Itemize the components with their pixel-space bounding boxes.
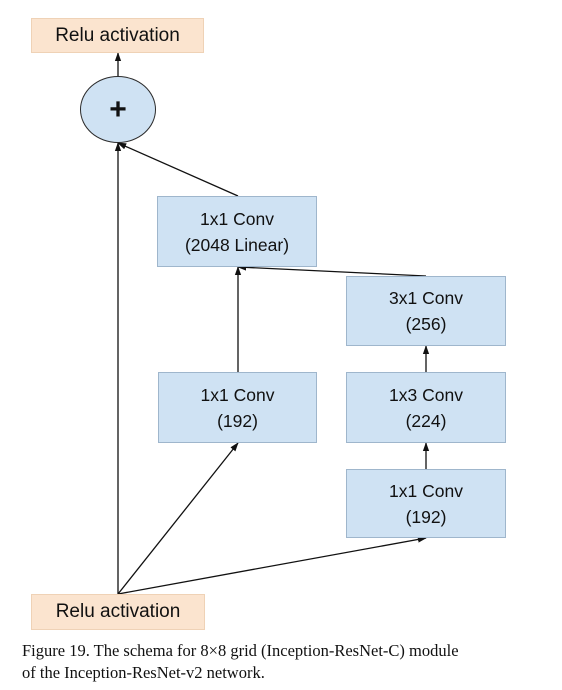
conv-1x1-2048-linear-type: 1x1 Conv [200, 208, 274, 229]
relu-activation-top: Relu activation [31, 18, 204, 53]
conv-1x3-224: 1x3 Conv (224) [346, 372, 506, 443]
conv-1x1-192-right-filters: (192) [405, 506, 447, 527]
relu-activation-bottom: Relu activation [31, 594, 205, 630]
conv-1x1-2048-linear: 1x1 Conv (2048 Linear) [157, 196, 317, 267]
conv-1x1-192-right: 1x1 Conv (192) [346, 469, 506, 538]
conv-3x1-256-type: 3x1 Conv [389, 288, 463, 308]
conv-1x3-224-filters: (224) [405, 410, 447, 431]
edge-linear-to-add [117, 142, 239, 197]
caption-line-1: Figure 19. The schema for 8×8 grid (Ince… [22, 641, 459, 660]
edge-conv-3x1-to-linear [237, 264, 427, 277]
edge-relu-to-conv-1x1-right [117, 536, 427, 595]
conv-3x1-256: 3x1 Conv (256) [346, 276, 506, 346]
figure-caption: Figure 19. The schema for 8×8 grid (Ince… [22, 640, 552, 684]
conv-1x3-224-type: 1x3 Conv [389, 384, 463, 405]
conv-1x1-192-right-type: 1x1 Conv [389, 480, 463, 501]
caption-line-2: of the Inception-ResNet-v2 network. [22, 663, 265, 682]
conv-1x1-192-left-type: 1x1 Conv [200, 384, 275, 405]
relu-activation-bottom-label: Relu activation [55, 601, 181, 622]
conv-1x1-192-left-filters: (192) [217, 410, 258, 431]
plus-symbol: + [109, 92, 127, 126]
conv-1x1-2048-linear-filters: (2048 Linear) [184, 234, 290, 255]
add-node: + [80, 76, 156, 143]
edge-relu-to-conv-1x1-left [117, 442, 239, 595]
conv-3x1-256-filters: (256) [405, 314, 447, 334]
conv-1x1-192-left: 1x1 Conv (192) [158, 372, 317, 443]
relu-activation-top-label: Relu activation [55, 24, 180, 46]
